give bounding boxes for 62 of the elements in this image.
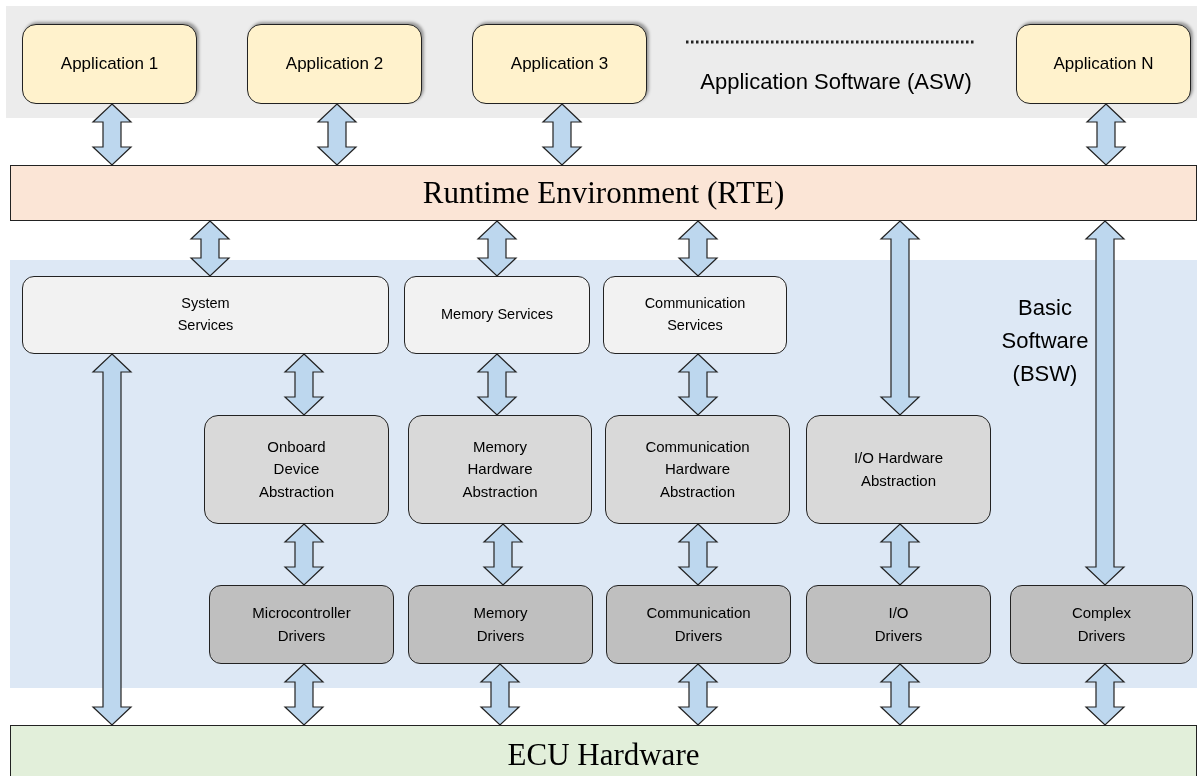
box-label: Onboard Device Abstraction <box>257 436 335 502</box>
box-label: I/O Drivers <box>873 603 924 646</box>
module-box <box>404 276 590 354</box>
module-box <box>1010 585 1193 664</box>
module-box <box>204 415 389 524</box>
module-box <box>603 276 787 354</box>
layer-label: Application Software (ASW) <box>699 67 973 96</box>
double-block-arrow <box>316 103 358 166</box>
module-box <box>209 585 394 664</box>
box-label: Communication Drivers <box>645 603 752 646</box>
application-box <box>1016 24 1191 104</box>
double-block-arrow <box>91 353 133 726</box>
box-label: Application 2 <box>284 53 385 76</box>
box-label: Communication Services <box>643 294 747 335</box>
box-label: Application N <box>1052 53 1155 76</box>
double-block-arrow <box>879 523 921 586</box>
double-block-arrow <box>283 663 325 726</box>
double-block-arrow <box>1085 103 1127 166</box>
layer-band <box>10 165 1197 221</box>
box-label: Application 1 <box>59 53 160 76</box>
double-block-arrow <box>677 523 719 586</box>
box-label: Application 3 <box>509 53 610 76</box>
layer-band <box>10 725 1197 776</box>
module-box <box>408 415 592 524</box>
box-label: ECU Hardware <box>506 735 701 774</box>
layer-label: Basic Software (BSW) <box>1000 293 1090 388</box>
double-block-arrow <box>283 523 325 586</box>
module-box <box>408 585 593 664</box>
box-label: Memory Drivers <box>472 603 529 646</box>
box-label: Memory Hardware Abstraction <box>461 436 539 502</box>
layer-band <box>10 260 1197 688</box>
double-block-arrow <box>541 103 583 166</box>
box-label: Communication Hardware Abstraction <box>644 436 751 502</box>
double-block-arrow <box>879 663 921 726</box>
double-block-arrow <box>1084 220 1126 586</box>
box-label: Memory Services <box>440 305 554 325</box>
module-box <box>806 415 991 524</box>
box-label: Runtime Environment (RTE) <box>421 173 786 212</box>
double-block-arrow <box>91 103 133 166</box>
box-label: I/O Hardware Abstraction <box>853 448 944 491</box>
double-block-arrow <box>677 663 719 726</box>
double-block-arrow <box>283 353 325 416</box>
module-box <box>605 415 790 524</box>
module-box <box>606 585 791 664</box>
application-box <box>472 24 647 104</box>
double-block-arrow <box>189 220 231 277</box>
double-block-arrow <box>476 353 518 416</box>
double-block-arrow <box>476 220 518 277</box>
module-box <box>806 585 991 664</box>
double-block-arrow <box>482 523 524 586</box>
box-label: System Services <box>176 294 235 335</box>
application-box <box>247 24 422 104</box>
double-block-arrow <box>677 353 719 416</box>
double-block-arrow <box>677 220 719 277</box>
double-block-arrow <box>879 220 921 416</box>
layer-band <box>6 6 1197 118</box>
double-block-arrow <box>1084 663 1126 726</box>
module-box <box>22 276 389 354</box>
box-label: Complex Drivers <box>1070 603 1133 646</box>
box-label: Microcontroller Drivers <box>251 603 352 646</box>
double-block-arrow <box>479 663 521 726</box>
application-box <box>22 24 197 104</box>
